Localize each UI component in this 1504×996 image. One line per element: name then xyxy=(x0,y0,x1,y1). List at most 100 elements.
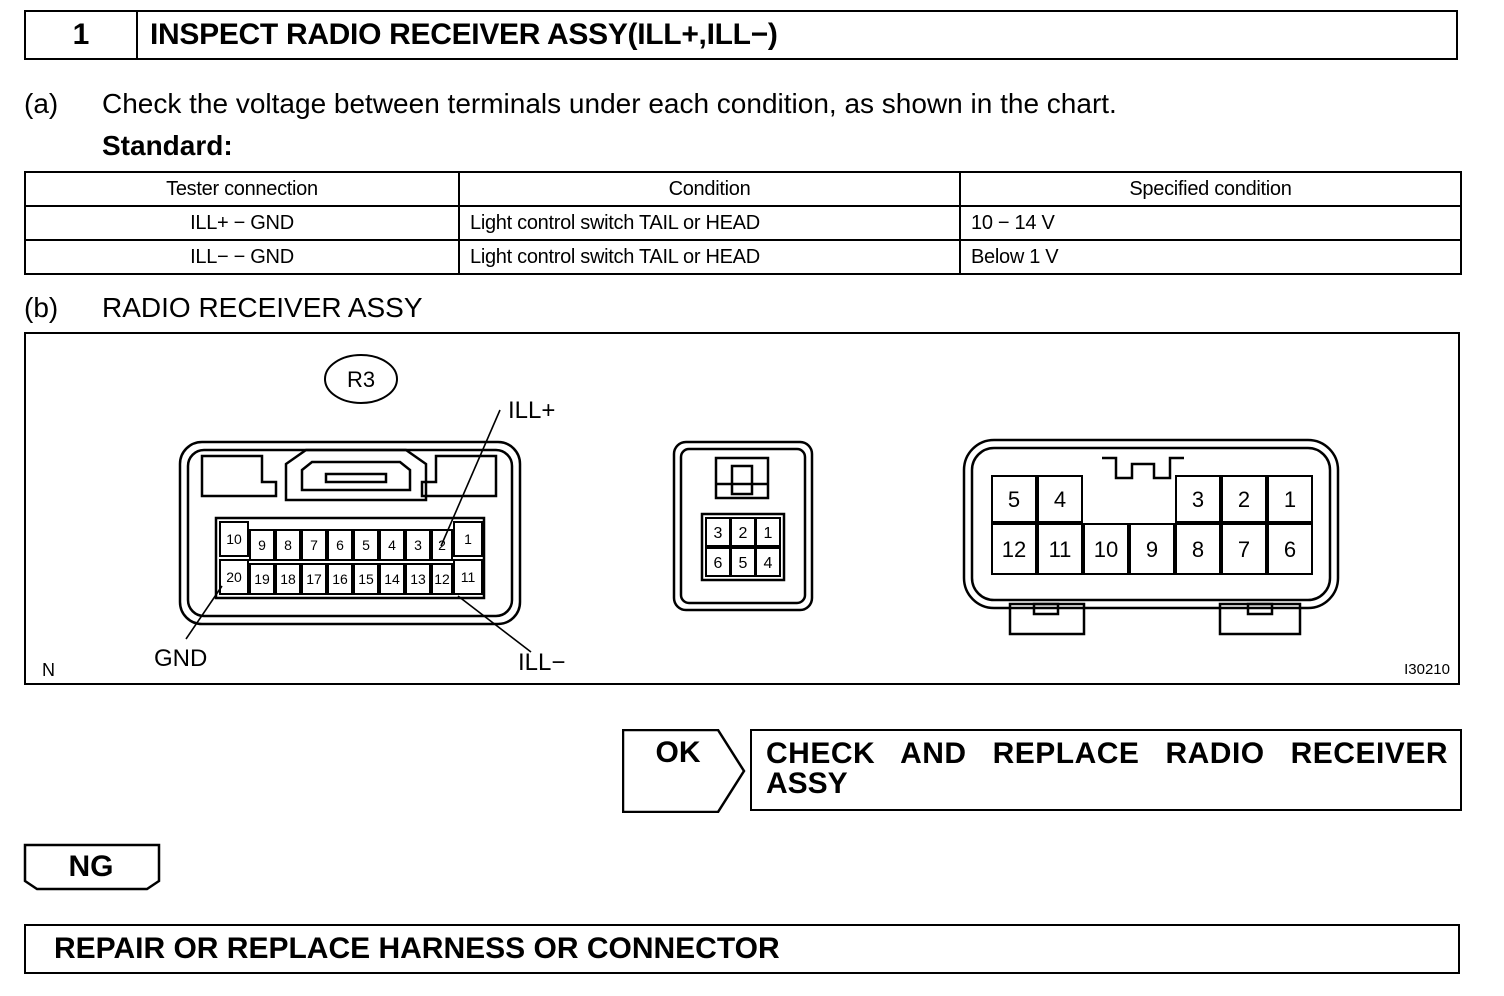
connector-id-label: R3 xyxy=(347,367,375,392)
connector-id-badge xyxy=(324,354,398,404)
cell-condition: Light control switch TAIL or HEAD xyxy=(458,205,961,241)
pin-cell xyxy=(431,529,453,561)
ng-result-text: REPAIR OR REPLACE HARNESS OR CONNECTOR xyxy=(54,932,780,965)
ng-result-box: REPAIR OR REPLACE HARNESS OR CONNECTOR xyxy=(24,924,1460,974)
pin-number: 8 xyxy=(284,537,292,553)
gnd-label: GND xyxy=(154,645,207,672)
step-header: 1 INSPECT RADIO RECEIVER ASSY(ILL+,ILL−) xyxy=(24,10,1458,60)
pin-cell xyxy=(405,563,431,595)
pin-cell xyxy=(353,529,379,561)
pin-number: 15 xyxy=(358,571,374,587)
pin-cell xyxy=(1175,523,1221,575)
pin-number: 7 xyxy=(1238,537,1250,562)
step-title: INSPECT RADIO RECEIVER ASSY(ILL+,ILL−) xyxy=(150,18,778,51)
para-b-label: (b) xyxy=(24,292,59,323)
pin-cell xyxy=(453,521,483,557)
pin-block-frame xyxy=(214,516,486,600)
ok-arrow-box xyxy=(622,729,746,813)
corner-mark: N xyxy=(42,660,55,680)
cell-tester-connection: ILL+ − GND xyxy=(24,205,460,241)
pin-number: 8 xyxy=(1192,537,1204,562)
pin-cell xyxy=(431,563,453,595)
pin-cell xyxy=(1037,523,1083,575)
ok-result-box: CHECK AND REPLACE RADIO RECEIVER ASSY xyxy=(750,729,1462,811)
connector-b-housing xyxy=(672,440,814,612)
table-header-row: Tester connection Condition Specified co… xyxy=(24,171,1462,207)
spec-table: Tester connection Condition Specified co… xyxy=(24,171,1462,275)
pin-cell xyxy=(301,563,327,595)
pin-number: 12 xyxy=(434,571,450,587)
pin-cell xyxy=(991,475,1037,523)
pin-number: 6 xyxy=(714,555,723,572)
pin-cell xyxy=(755,517,781,547)
pin-number: 4 xyxy=(1054,487,1066,512)
pin-number: 4 xyxy=(764,555,773,572)
pin-number: 3 xyxy=(714,525,723,542)
figure-code: I30210 xyxy=(1404,661,1450,678)
pin-cell xyxy=(219,559,249,595)
leader-lines xyxy=(185,409,532,653)
pin-number: 19 xyxy=(254,571,270,587)
connector-c-housing xyxy=(962,438,1340,636)
pin-cell xyxy=(1129,523,1175,575)
pin-cell xyxy=(249,529,275,561)
pin-number: 11 xyxy=(461,569,476,585)
step-number: 1 xyxy=(26,12,138,58)
pin-cell xyxy=(327,563,353,595)
table-row: ILL+ − GND Light control switch TAIL or … xyxy=(24,205,1462,241)
header-tester-connection: Tester connection xyxy=(24,171,460,207)
pin-number: 5 xyxy=(362,537,370,553)
cell-specified-condition: 10 − 14 V xyxy=(959,205,1462,241)
pin-cell xyxy=(405,529,431,561)
pin-number: 11 xyxy=(1049,537,1072,562)
pin-number: 18 xyxy=(280,571,296,587)
para-b-text: RADIO RECEIVER ASSY xyxy=(102,292,423,323)
pin-cell xyxy=(1037,475,1083,523)
pin-number: 13 xyxy=(410,571,426,587)
pin-number: 2 xyxy=(739,525,748,542)
pin-number: 3 xyxy=(414,537,422,553)
pin-number: 16 xyxy=(332,571,348,587)
pin-number: 3 xyxy=(1192,487,1204,512)
table-row: ILL− − GND Light control switch TAIL or … xyxy=(24,239,1462,275)
pin-number: 10 xyxy=(226,531,242,547)
ng-label: NG xyxy=(68,850,114,883)
ok-label: OK xyxy=(655,736,701,769)
pin-cell xyxy=(1221,475,1267,523)
pin-number: 12 xyxy=(1002,537,1026,562)
pin-number: 6 xyxy=(1284,537,1296,562)
pin-cell xyxy=(991,523,1037,575)
pin-number: 20 xyxy=(226,569,242,585)
cell-specified-condition: Below 1 V xyxy=(959,239,1462,275)
pin-number: 17 xyxy=(306,571,322,587)
pin-cell xyxy=(219,521,249,557)
ok-result-line2: ASSY xyxy=(766,767,848,800)
pin-cell xyxy=(249,563,275,595)
pin-number: 2 xyxy=(1238,487,1250,512)
pin-cell xyxy=(379,529,405,561)
para-a-label: (a) xyxy=(24,88,59,119)
header-condition: Condition xyxy=(458,171,961,207)
pin-cell xyxy=(275,529,301,561)
pin-cell xyxy=(1267,523,1313,575)
pin-number: 9 xyxy=(258,537,266,553)
pin-cell xyxy=(353,563,379,595)
ng-arrow-box xyxy=(23,843,161,891)
standard-label: Standard: xyxy=(102,130,233,161)
ill-plus-label: ILL+ xyxy=(508,397,555,424)
pin-cell xyxy=(453,559,483,595)
ill-minus-label: ILL− xyxy=(518,649,565,676)
pin-cell xyxy=(275,563,301,595)
pin-cell xyxy=(1267,475,1313,523)
pin-cell xyxy=(755,547,781,577)
pin-block-frame xyxy=(700,512,786,582)
pin-cell xyxy=(1083,523,1129,575)
para-a-text: Check the voltage between terminals unde… xyxy=(102,88,1117,119)
pin-number: 5 xyxy=(1008,487,1020,512)
pin-number: 9 xyxy=(1146,537,1158,562)
